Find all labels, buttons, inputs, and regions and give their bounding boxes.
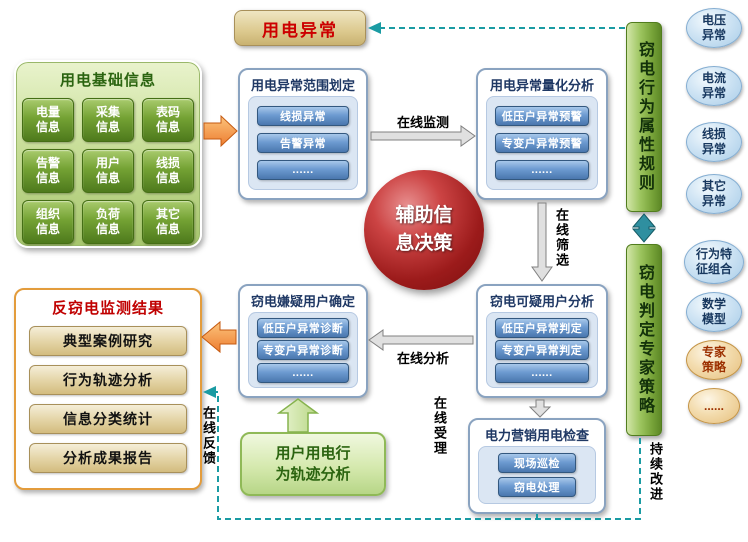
- info-item-label: 表码信息: [156, 105, 181, 134]
- scope-box: 用电异常范围划定 线损异常 告警异常 ......: [238, 68, 368, 200]
- label-online-feedback: 在线反馈: [201, 406, 216, 466]
- label-online-filter: 在线筛选: [554, 208, 569, 268]
- base-info-grid: 电量信息 采集信息 表码信息 告警信息 用户信息 线损信息 组织信息 负荷信息 …: [16, 98, 200, 244]
- info-item: 用户信息: [82, 149, 134, 193]
- confirm-item: 低压户异常诊断: [256, 317, 350, 338]
- suspect-box: 窃电可疑用户分析 低压户异常判定 专变户异常判定 ......: [476, 284, 608, 398]
- result-item: 分析成果报告: [29, 443, 187, 473]
- label-online-monitor: 在线监测: [396, 115, 449, 130]
- info-item: 告警信息: [22, 149, 74, 193]
- quant-item: 低压户异常预警: [494, 106, 590, 126]
- scope-item: 告警异常: [256, 133, 350, 153]
- suspect-item: 专变户异常判定: [494, 340, 590, 360]
- rules-bar: 窃电行为属性规则: [626, 22, 662, 212]
- results-box-title: 反窃电监测结果: [51, 300, 164, 317]
- base-info-panel: 用电基础信息 电量信息 采集信息 表码信息 告警信息 用户信息 线损信息 组织信…: [14, 60, 202, 248]
- inspection-box-title: 电力营销用电检查: [484, 428, 589, 443]
- result-item: 典型案例研究: [29, 326, 187, 356]
- rule-tag-ellipse: 线损异常: [686, 122, 742, 162]
- expert-tag-ellipse: ......: [688, 388, 740, 424]
- quant-box-title: 用电异常量化分析: [489, 78, 594, 93]
- arrow-baseinfo-to-scope: [203, 114, 238, 148]
- rule-tag-label: 线损异常: [702, 127, 727, 156]
- quant-box: 用电异常量化分析 低压户异常预警 专变户异常预警 ......: [476, 68, 608, 200]
- rule-tag-label: 电压异常: [702, 13, 727, 42]
- expert-tag-label: 数学模型: [702, 297, 727, 326]
- arrow-suspect-to-inspection: [528, 399, 552, 418]
- base-info-title: 用电基础信息: [59, 72, 156, 89]
- suspect-box-title: 窃电可疑用户分析: [489, 294, 594, 309]
- label-continuous-improve: 持续改进: [648, 442, 663, 502]
- arrow-confirm-to-results: [201, 320, 237, 354]
- rule-tag-ellipse: 电流异常: [686, 66, 742, 106]
- scope-item: ......: [256, 160, 350, 180]
- info-item-label: 用户信息: [96, 156, 121, 185]
- rule-tag-label: 其它异常: [702, 179, 727, 208]
- expert-tag-label: 行为特征组合: [696, 247, 733, 276]
- decision-sphere: 辅助信息决策: [364, 170, 484, 290]
- suspect-item: 低压户异常判定: [494, 317, 590, 338]
- rule-tag-ellipse: 其它异常: [686, 174, 742, 214]
- confirm-item: ......: [256, 362, 350, 383]
- arrow-rules-expert-double: [631, 213, 657, 243]
- quant-item: 专变户异常预警: [494, 133, 590, 153]
- info-item-label: 线损信息: [156, 156, 181, 185]
- confirm-box-panel: 低压户异常诊断 专变户异常诊断 ......: [248, 312, 358, 388]
- inspection-item: 现场巡检: [497, 453, 577, 473]
- quant-item: ......: [494, 160, 590, 180]
- expert-tag-label: ......: [703, 398, 724, 413]
- info-item-label: 其它信息: [156, 207, 181, 236]
- dashed-feedback-loop-head: [203, 386, 216, 398]
- behavior-analysis-box: 用户用电行为轨迹分析: [240, 432, 386, 496]
- info-item: 采集信息: [82, 98, 134, 142]
- rule-tag-label: 电流异常: [702, 71, 727, 100]
- info-item-label: 组织信息: [36, 207, 61, 236]
- suspect-item: ......: [494, 362, 590, 383]
- result-item: 信息分类统计: [29, 404, 187, 434]
- suspect-box-panel: 低压户异常判定 专变户异常判定 ......: [486, 312, 598, 388]
- scope-box-title: 用电异常范围划定: [250, 78, 355, 93]
- expert-tag-ellipse: 专家策略: [686, 340, 742, 380]
- expert-tag-label: 专家策略: [702, 345, 727, 374]
- confirm-item: 专变户异常诊断: [256, 340, 350, 360]
- result-item: 行为轨迹分析: [29, 365, 187, 395]
- info-item-label: 采集信息: [96, 105, 121, 134]
- arrow-suspect-to-confirm: [368, 329, 474, 351]
- inspection-item: 窃电处理: [497, 477, 577, 497]
- info-item-label: 负荷信息: [96, 207, 121, 236]
- expert-bar: 窃电判定专家策略: [626, 244, 662, 436]
- info-item-label: 电量信息: [36, 105, 61, 134]
- info-item: 组织信息: [22, 200, 74, 244]
- results-box: 反窃电监测结果 典型案例研究 行为轨迹分析 信息分类统计 分析成果报告: [14, 288, 202, 490]
- expert-bar-label: 窃电判定专家策略: [636, 264, 653, 416]
- scope-item: 线损异常: [256, 106, 350, 126]
- info-item: 表码信息: [142, 98, 194, 142]
- expert-tag-ellipse: 数学模型: [686, 292, 742, 332]
- decision-sphere-label: 辅助信息决策: [395, 205, 453, 254]
- arrow-behavior-to-confirm: [276, 398, 320, 433]
- info-item: 其它信息: [142, 200, 194, 244]
- inspection-box-panel: 现场巡检 窃电处理: [478, 446, 596, 504]
- info-item: 线损信息: [142, 149, 194, 193]
- confirm-box-title: 窃电嫌疑用户确定: [250, 294, 355, 309]
- inspection-box: 电力营销用电检查 现场巡检 窃电处理: [468, 418, 606, 514]
- results-list: 典型案例研究 行为轨迹分析 信息分类统计 分析成果报告: [16, 326, 200, 473]
- info-item: 电量信息: [22, 98, 74, 142]
- rule-tag-ellipse: 电压异常: [686, 8, 742, 48]
- info-item: 负荷信息: [82, 200, 134, 244]
- dashed-rules-to-abnormal-head: [368, 22, 381, 34]
- quant-box-panel: 低压户异常预警 专变户异常预警 ......: [486, 96, 598, 190]
- rules-bar-label: 窃电行为属性规则: [636, 41, 653, 193]
- arrow-quant-to-suspect: [531, 202, 553, 282]
- info-item-label: 告警信息: [36, 156, 61, 185]
- label-online-analysis: 在线分析: [396, 351, 449, 366]
- behavior-analysis-label: 用户用电行为轨迹分析: [275, 445, 351, 483]
- expert-tag-ellipse: 行为特征组合: [684, 240, 744, 284]
- confirm-box: 窃电嫌疑用户确定 低压户异常诊断 专变户异常诊断 ......: [238, 284, 368, 398]
- scope-box-panel: 线损异常 告警异常 ......: [248, 96, 358, 190]
- abnormal-usage-badge: 用电异常: [234, 10, 366, 46]
- label-online-accept: 在线受理: [432, 396, 447, 456]
